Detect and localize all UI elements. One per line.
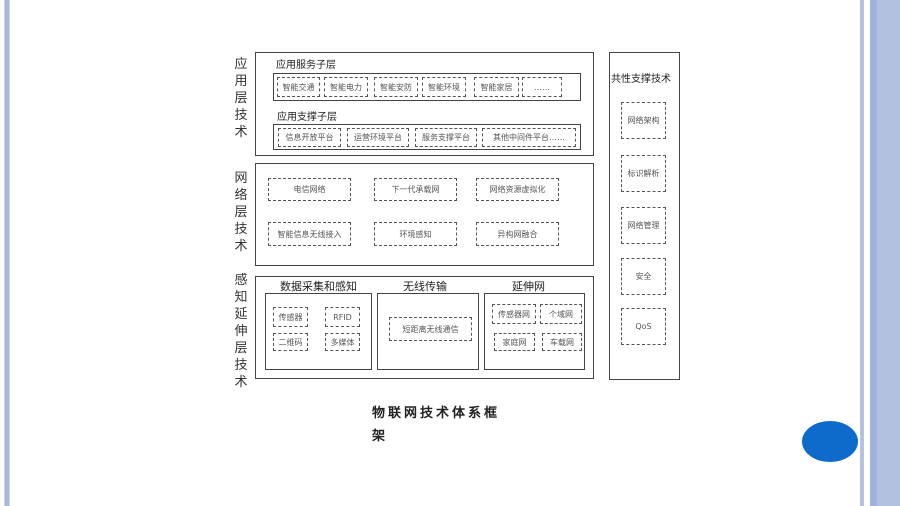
common-support-title: 共性支撑技术 — [611, 74, 671, 85]
network-item: 下一代承载网 — [374, 178, 457, 201]
extension-item: 传感器网 — [492, 304, 536, 324]
group-title: 数据采集和感知 — [280, 280, 357, 293]
support-item: 服务支撑平台 — [415, 128, 477, 147]
collection-item: 二维码 — [273, 333, 308, 351]
service-item: 智能环境 — [422, 77, 466, 97]
extension-item: 家庭网 — [494, 333, 535, 351]
network-item: 异构网融合 — [476, 222, 559, 246]
wireless-item: 短距离无线通信 — [389, 317, 472, 341]
collection-item: 多媒体 — [325, 333, 360, 351]
group-title: 延伸网 — [512, 280, 545, 293]
support-item: 信息开放平台 — [278, 128, 341, 147]
common-item: 网络架构 — [621, 102, 666, 139]
common-item: 标识解析 — [621, 155, 666, 192]
support-row — [273, 124, 581, 150]
network-layer-box — [255, 163, 594, 266]
collection-item: RFID — [325, 307, 360, 327]
perception-layer-label: 感知延伸层技术 — [234, 273, 248, 390]
diagram-caption-line1: 物联网技术体系框 — [372, 406, 501, 421]
network-item: 网络资源虚拟化 — [476, 178, 559, 201]
service-item: 智能电力 — [324, 77, 368, 97]
support-item: 运营环境平台 — [347, 128, 409, 147]
data-collection-box — [265, 293, 372, 370]
extension-item: 车载网 — [542, 333, 582, 351]
network-layer-label: 网络层技术 — [234, 171, 248, 254]
support-item: 其他中间件平台…… — [482, 128, 576, 147]
service-item: …… — [522, 77, 562, 97]
service-item: 智能安防 — [374, 77, 418, 97]
common-item: QoS — [621, 308, 666, 345]
common-item: 网络管理 — [621, 207, 666, 244]
wireless-box — [377, 293, 479, 370]
common-item: 安全 — [621, 258, 666, 295]
support-sublayer-title: 应用支撑子层 — [277, 112, 337, 123]
app-layer-label: 应用层技术 — [234, 57, 248, 140]
diagram-caption-line2: 架 — [372, 429, 389, 444]
common-support-box — [609, 52, 680, 380]
service-item: 智能交通 — [277, 77, 320, 97]
extension-item: 个域网 — [540, 304, 582, 324]
service-item: 智能家居 — [474, 77, 519, 97]
network-item: 电信网络 — [268, 178, 351, 201]
perception-layer-box — [255, 276, 594, 379]
network-item: 智能信息无线接入 — [268, 222, 351, 246]
network-item: 环境感知 — [374, 222, 457, 246]
service-sublayer-title: 应用服务子层 — [276, 60, 336, 71]
app-layer-box — [255, 52, 594, 156]
left-border-stripe — [4, 0, 10, 506]
service-row — [273, 73, 581, 101]
extension-net-box — [484, 293, 585, 370]
collection-item: 传感器 — [273, 307, 308, 327]
right-border-stripe — [860, 0, 864, 506]
blue-circle — [802, 421, 858, 462]
group-title: 无线传输 — [403, 280, 447, 293]
right-border-band — [870, 0, 900, 506]
